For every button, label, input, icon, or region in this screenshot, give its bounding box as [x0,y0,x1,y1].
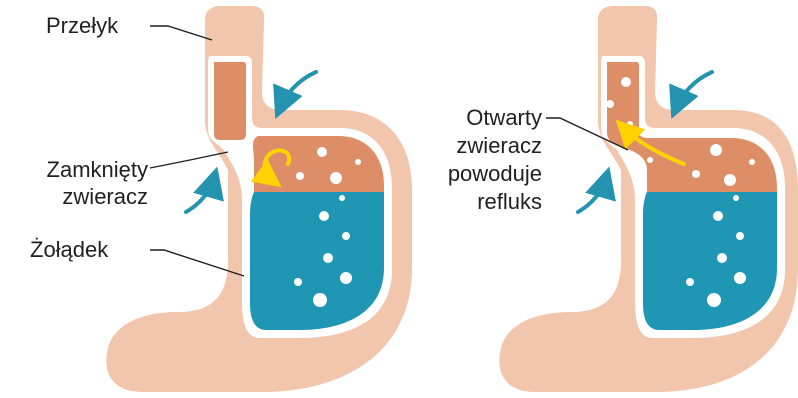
label-open-sphincter-line2: zwieracz [390,132,542,160]
pressure-arrow-icon [578,178,606,212]
pressure-arrow-icon [186,178,214,212]
acid-layer [643,192,777,330]
leader-line-esophagus [150,26,212,40]
label-open-sphincter-line4: refluks [390,188,542,216]
stomach-open [499,6,798,392]
label-closed-sphincter: Zamknięty zwieracz [0,156,148,210]
pressure-arrow-icon [280,72,316,108]
food-layer [253,136,384,192]
label-open-sphincter-line3: powoduje [390,160,542,188]
label-open-sphincter-line1: Otwarty [390,104,542,132]
pressure-arrow-icon [676,72,712,108]
label-closed-sphincter-line2: zwieracz [0,183,148,210]
stomach-closed [106,6,412,392]
label-esophagus: Przełyk [46,12,118,39]
label-closed-sphincter-line1: Zamknięty [0,156,148,183]
label-stomach: Żołądek [30,236,108,263]
acid-layer [250,192,384,330]
label-open-sphincter: Otwarty zwieracz powoduje refluks [390,104,542,216]
esophagus-contents [214,62,246,140]
leader-line-sphincter [150,152,228,168]
